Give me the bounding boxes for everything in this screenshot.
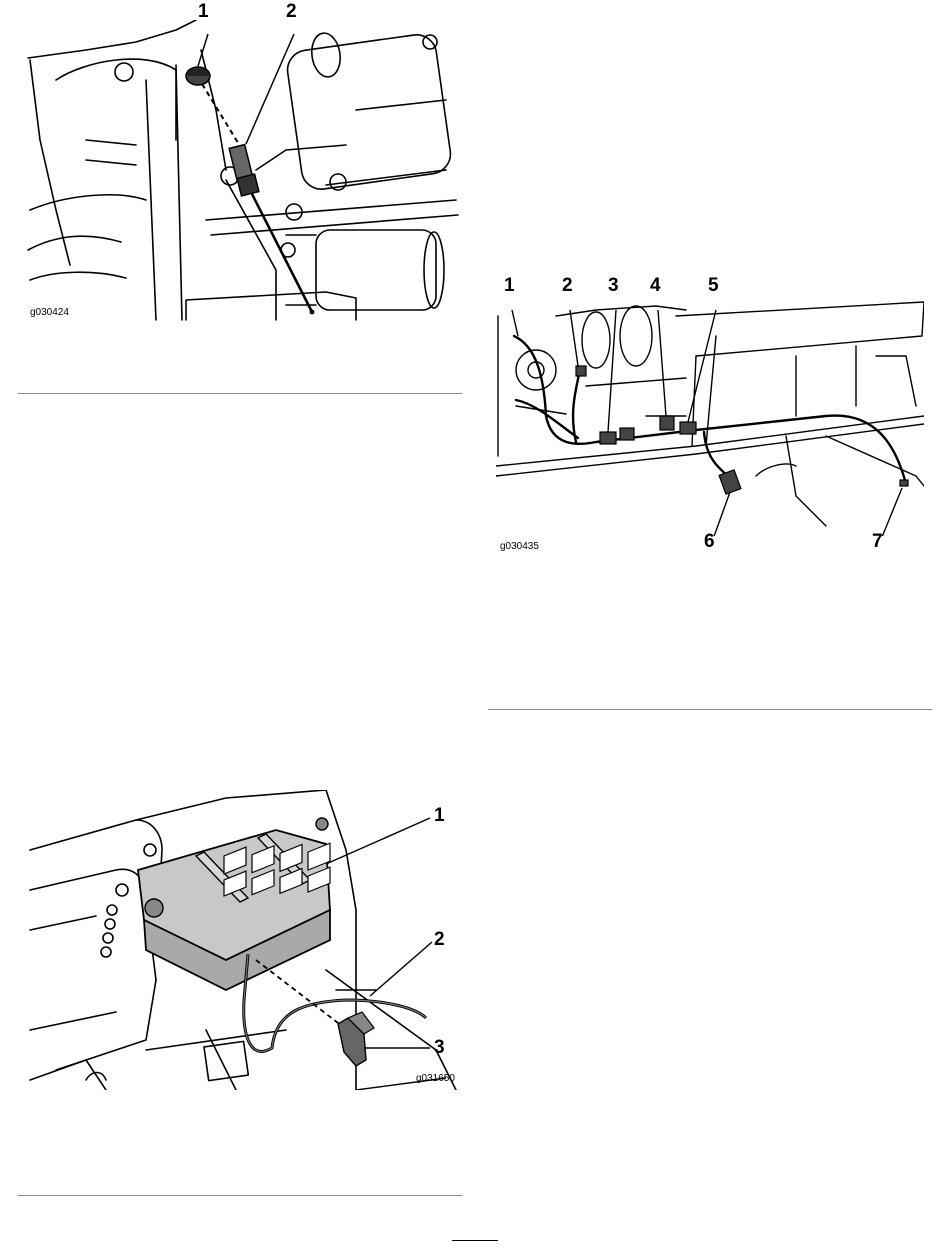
dipstick-cap xyxy=(186,67,210,85)
callout-5: 5 xyxy=(708,276,719,295)
fuse-block xyxy=(138,818,330,990)
fuse xyxy=(338,1012,374,1066)
callout-1: 1 xyxy=(434,806,445,825)
callout-2: 2 xyxy=(286,2,297,21)
harness-wire xyxy=(514,336,906,484)
dipstick-illustration xyxy=(26,20,462,322)
page-number-rule xyxy=(452,1240,498,1241)
fuse-block-illustration xyxy=(26,790,466,1090)
harness-connectors xyxy=(576,366,908,494)
callout-3: 3 xyxy=(434,1038,445,1057)
figure-id: g030435 xyxy=(500,542,539,552)
section-divider xyxy=(488,709,932,710)
callout-1: 1 xyxy=(198,2,209,21)
figure-fuse-block: 1 2 3 g031650 xyxy=(26,790,466,1090)
figure-id: g030424 xyxy=(30,308,69,318)
figure-id: g031650 xyxy=(416,1074,455,1084)
section-divider xyxy=(18,393,462,394)
figure-wire-harness: 1 2 3 4 5 6 7 g030435 xyxy=(496,276,924,556)
callout-3: 3 xyxy=(608,276,619,295)
callout-7: 7 xyxy=(872,532,883,551)
wire-harness-illustration xyxy=(496,296,924,536)
callout-2: 2 xyxy=(562,276,573,295)
callout-1: 1 xyxy=(504,276,515,295)
section-divider xyxy=(18,1195,462,1196)
callout-6: 6 xyxy=(704,532,715,551)
figure-dipstick: 1 2 g030424 xyxy=(26,20,462,322)
callout-2: 2 xyxy=(434,930,445,949)
callout-4: 4 xyxy=(650,276,661,295)
